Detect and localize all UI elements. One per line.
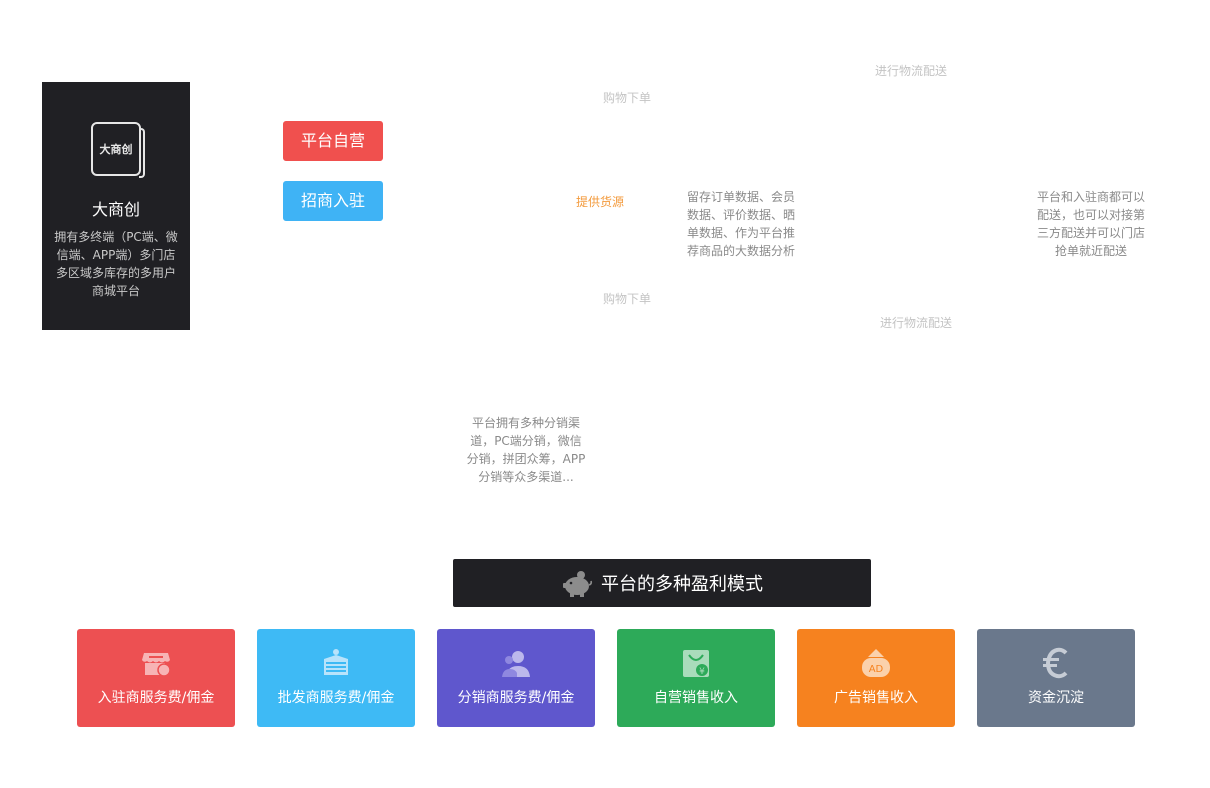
store-icon	[142, 653, 171, 677]
text-line: 分销，拼团众筹，APP	[466, 452, 586, 466]
tile-distributor-fee[interactable]: 分销商服务费/佣金	[437, 629, 595, 727]
brand-desc-line: 商城平台	[91, 284, 140, 298]
merchant-join-button[interactable]: 招商入驻	[283, 181, 383, 221]
text-line: 抢单就近配送	[1054, 244, 1127, 258]
tile-label: 自营销售收入	[654, 690, 738, 706]
brand-logo: 大商创	[91, 122, 145, 178]
shopping-bag-icon: ¥	[683, 650, 709, 677]
users-icon	[502, 651, 530, 677]
brand-desc-line: 拥有多终端（PC端、微	[54, 230, 178, 244]
tile-label: 批发商服务费/佣金	[277, 690, 395, 706]
tile-wholesaler-fee[interactable]: 批发商服务费/佣金	[257, 629, 415, 727]
order-label-top: 购物下单	[603, 91, 652, 105]
svg-text:¥: ¥	[699, 667, 705, 677]
self-operated-button[interactable]: 平台自营	[283, 121, 383, 161]
logistics-label-bottom: 进行物流配送	[880, 316, 953, 330]
logistics-label-top: 进行物流配送	[875, 64, 948, 78]
tile-label: 资金沉淀	[1028, 690, 1084, 706]
profit-models-banner: 平台的多种盈利模式	[453, 559, 871, 607]
brand-card: 大商创 大商创 拥有多终端（PC端、微 信端、APP端）多门店 多区域多库存的多…	[42, 82, 190, 330]
delivery-description: 平台和入驻商都可以 配送，也可以对接第 三方配送并可以门店 抢单就近配送	[1030, 188, 1152, 260]
tile-label: 广告销售收入	[834, 690, 918, 706]
text-line: 平台和入驻商都可以	[1036, 190, 1145, 204]
text-line: 荐商品的大数据分析	[687, 244, 796, 258]
text-line: 道，PC端分销，微信	[470, 434, 582, 448]
tile-self-sales[interactable]: ¥ 自营销售收入	[617, 629, 775, 727]
distribution-description: 平台拥有多种分销渠 道，PC端分销，微信 分销，拼团众筹，APP 分销等众多渠道…	[462, 414, 590, 486]
brand-description: 拥有多终端（PC端、微 信端、APP端）多门店 多区域多库存的多用户 商城平台	[52, 228, 180, 300]
wholesale-box-icon	[324, 649, 348, 675]
text-line: 配送，也可以对接第	[1036, 208, 1145, 222]
ad-icon: AD	[862, 649, 890, 677]
banner-title: 平台的多种盈利模式	[601, 574, 763, 595]
brand-desc-line: 信端、APP端）多门店	[56, 248, 176, 262]
supply-label: 提供货源	[576, 195, 625, 209]
tile-merchant-fee[interactable]: 入驻商服务费/佣金	[77, 629, 235, 727]
text-line: 分销等众多渠道...	[478, 470, 574, 484]
text-line: 平台拥有多种分销渠	[471, 416, 580, 430]
piggy-bank-icon	[563, 571, 593, 597]
data-analysis-description: 留存订单数据、会员 数据、评价数据、晒 单数据、作为平台推 荐商品的大数据分析	[687, 188, 799, 260]
text-line: 单数据、作为平台推	[687, 226, 796, 240]
text-line: 三方配送并可以门店	[1036, 226, 1145, 240]
brand-desc-line: 多区域多库存的多用户	[55, 266, 176, 280]
tile-ad-sales[interactable]: AD 广告销售收入	[797, 629, 955, 727]
text-line: 数据、评价数据、晒	[687, 208, 796, 222]
order-label-bottom: 购物下单	[603, 292, 652, 306]
ad-icon-text: AD	[869, 664, 884, 675]
euro-icon	[1043, 647, 1068, 679]
tile-fund-deposit[interactable]: 资金沉淀	[977, 629, 1135, 727]
brand-title: 大商创	[91, 200, 140, 219]
text-line: 留存订单数据、会员	[687, 190, 796, 204]
tile-label: 分销商服务费/佣金	[457, 690, 575, 706]
tile-label: 入驻商服务费/佣金	[97, 690, 215, 706]
